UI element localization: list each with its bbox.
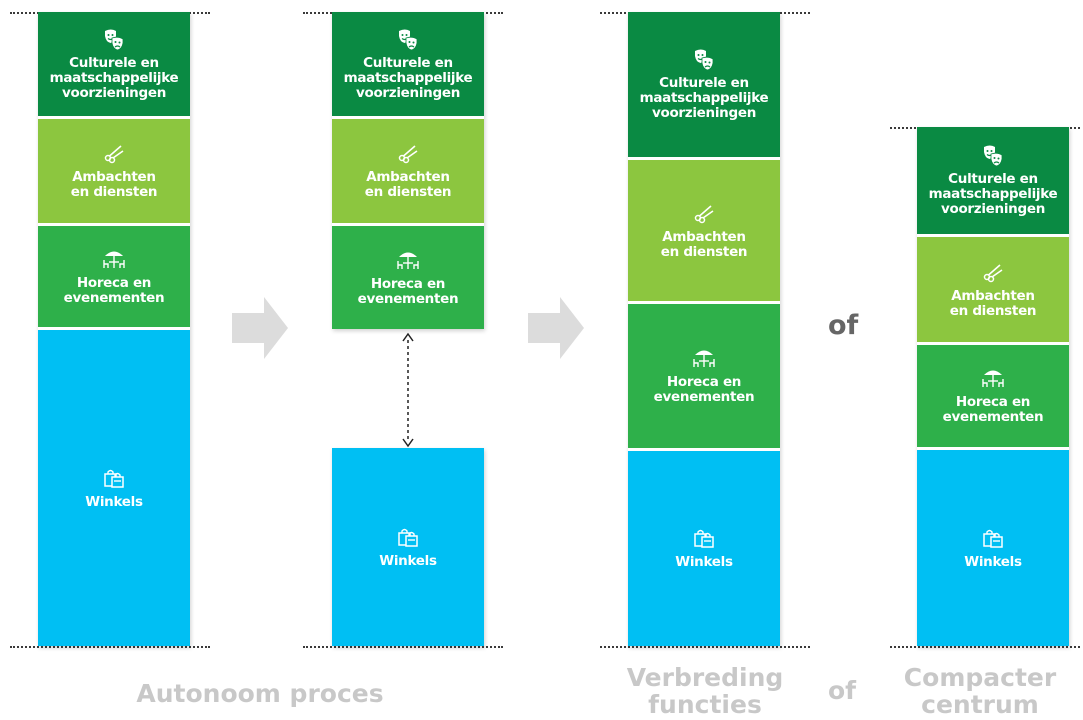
label-winkels: Winkels [379, 552, 437, 569]
label-culturele: Culturele en maatschappelijke voorzienin… [639, 75, 769, 121]
segment-culturele: Culturele en maatschappelijke voorzienin… [38, 12, 190, 116]
terrace-umbrella-icon [982, 370, 1004, 387]
label-culturele: Culturele en maatschappelijke voorzienin… [49, 54, 179, 101]
scissors-icon [983, 263, 1003, 282]
shopping-bags-icon [694, 529, 714, 548]
segment-horeca: Horeca en evenementen [38, 226, 190, 327]
label-horeca: Horeca en evenementen [63, 274, 165, 306]
column-split-bottom: Winkels [332, 448, 484, 646]
shopping-bags-icon [104, 469, 124, 488]
column-split-top: Culturele en maatschappelijke voorzienin… [332, 12, 484, 329]
bottom-dotted-line-3 [600, 646, 810, 648]
bottom-dotted-line-4 [890, 646, 1080, 648]
theater-masks-icon [399, 29, 418, 50]
label-winkels: Winkels [675, 554, 733, 570]
segment-winkels: Winkels [38, 330, 190, 646]
terrace-umbrella-icon [397, 252, 419, 269]
scissors-icon [694, 204, 714, 223]
label-culturele: Culturele en maatschappelijke voorzienin… [928, 171, 1058, 217]
theater-masks-icon [105, 29, 124, 50]
column-verbreding: Culturele en maatschappelijke voorzienin… [628, 12, 780, 646]
caption-autonoom: Autonoom proces [136, 679, 384, 708]
terrace-umbrella-icon [103, 251, 125, 268]
theater-masks-icon [984, 145, 1003, 166]
label-ambachten: Ambachten en diensten [660, 228, 748, 260]
column-autonoom: Culturele en maatschappelijke voorzienin… [38, 12, 190, 646]
label-horeca: Horeca en evenementen [942, 394, 1044, 425]
label-ambachten: Ambachten en diensten [70, 169, 158, 200]
segment-ambachten: Ambachten en diensten [38, 119, 190, 223]
label-winkels: Winkels [964, 553, 1022, 570]
shopping-bags-icon [983, 529, 1003, 548]
label-culturele: Culturele en maatschappelijke voorzienin… [343, 54, 473, 101]
caption-verbreding: Verbreding functies [626, 663, 784, 719]
connector-of: of [828, 310, 859, 341]
caption-compacter: Compacter centrum [903, 663, 1057, 719]
bottom-dotted-line-2 [303, 646, 503, 648]
theater-masks-icon [695, 49, 714, 70]
scissors-icon [104, 145, 124, 164]
bottom-dotted-line-1 [10, 646, 210, 648]
caption-of: of [828, 676, 857, 705]
label-horeca: Horeca en evenementen [653, 374, 755, 405]
arrow-right-icon [528, 297, 584, 359]
scissors-icon [398, 145, 418, 164]
label-ambachten: Ambachten en diensten [364, 169, 452, 200]
column-compacter: Culturele en maatschappelijke voorzienin… [917, 127, 1069, 646]
label-horeca: Horeca en evenementen [357, 275, 459, 307]
label-ambachten: Ambachten en diensten [949, 287, 1037, 319]
arrow-right-icon [232, 297, 288, 359]
shopping-bags-icon [398, 528, 418, 547]
gap-double-arrow [402, 332, 414, 448]
label-winkels: Winkels [85, 493, 143, 510]
terrace-umbrella-icon [693, 350, 715, 367]
